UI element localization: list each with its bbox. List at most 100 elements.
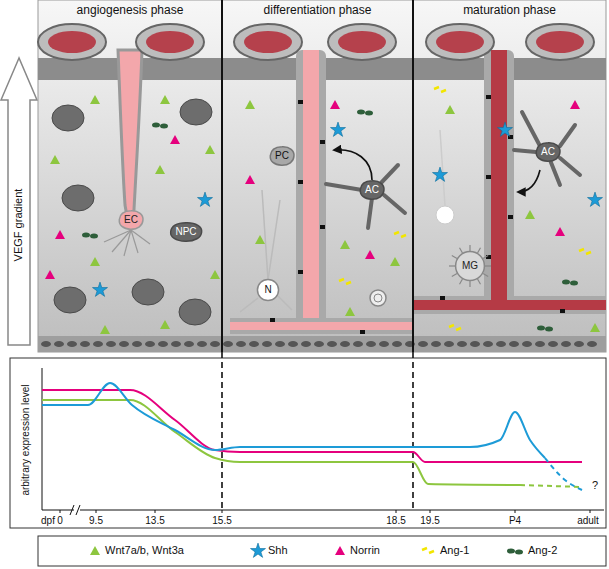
astrocyte-process [368, 198, 372, 228]
expression-curves [42, 383, 582, 490]
expression-curve [42, 383, 545, 458]
nucleus [223, 341, 233, 347]
dash-symbol [394, 232, 399, 234]
triangle-symbol [570, 100, 580, 109]
dash-symbol [422, 548, 427, 550]
progenitor-cell: NPC [169, 222, 203, 242]
molecules [45, 87, 603, 334]
oval-symbol [152, 123, 160, 128]
nucleus [288, 341, 298, 347]
phase-panel: differentiation phasePCACN [222, 0, 413, 352]
nucleus [301, 341, 311, 347]
spiral-cell [370, 290, 386, 306]
filopodium [131, 230, 150, 244]
tick [155, 510, 156, 513]
nucleus [262, 341, 272, 347]
oval-symbol [537, 326, 545, 331]
tick [430, 510, 431, 513]
nucleus [340, 341, 350, 347]
junction [320, 140, 325, 144]
nucleus [197, 341, 207, 347]
nucleus [93, 341, 103, 347]
astrocyte-process [326, 184, 362, 190]
phase-boundary-dashed [412, 352, 414, 509]
triangle-symbol [90, 95, 100, 104]
nucleus [210, 341, 220, 347]
triangle-symbol [160, 320, 170, 329]
astrocyte-process [550, 160, 560, 185]
dash-symbol [401, 235, 406, 237]
retina-background [38, 0, 606, 352]
legend-label: Ang-1 [440, 544, 469, 557]
astrocyte: AC [359, 180, 385, 200]
triangle-symbol [155, 165, 165, 174]
tick-label: adult [577, 515, 599, 527]
nucleus [496, 341, 506, 347]
unknown-mark: ? [592, 479, 598, 492]
dendrite [268, 200, 280, 280]
oval-symbol [562, 280, 570, 285]
triangle-symbol [55, 230, 65, 239]
triangle-symbol [555, 227, 565, 236]
tick [96, 510, 97, 513]
tick-label: 9.5 [89, 515, 103, 527]
tick [515, 510, 516, 513]
triangle-symbol [210, 270, 220, 279]
progenitor-cell [52, 105, 84, 131]
triangle-symbol [90, 546, 100, 555]
vessel-section [328, 24, 396, 60]
vessel-sprout [118, 50, 142, 228]
spike [469, 281, 470, 287]
vessel-lumen [48, 31, 96, 53]
dash-symbol [449, 325, 454, 327]
triangle-symbol [330, 100, 340, 109]
astrocyte-process [384, 195, 405, 213]
vessel-lumen [338, 31, 386, 53]
vessel-wall [484, 50, 514, 312]
junction [298, 180, 303, 184]
spike [478, 279, 481, 284]
spike [469, 245, 470, 251]
vessel-section [526, 24, 594, 60]
cell-label: AC [541, 146, 555, 158]
spike [460, 279, 463, 284]
dash-symbol [441, 90, 446, 92]
triangle-symbol [170, 135, 180, 144]
nucleus [184, 341, 194, 347]
dash-symbol [429, 551, 434, 553]
spike [460, 248, 463, 253]
axis-break [76, 505, 80, 515]
spike [452, 274, 457, 277]
phase-boundary-dashed [221, 352, 223, 509]
vessel-lumen [536, 31, 584, 53]
cell-label: EC [124, 214, 138, 226]
star-symbol [250, 543, 265, 557]
nucleus [106, 341, 116, 347]
triangle-symbol [590, 323, 600, 332]
nucleus [327, 341, 337, 347]
vessel-wall [413, 296, 606, 314]
astrocyte: AC [535, 142, 561, 162]
chart-frame [10, 358, 606, 528]
phase-title: angiogenesis phase [38, 0, 222, 17]
triangle-symbol [345, 307, 355, 316]
tick [222, 510, 223, 513]
nucleus [158, 341, 168, 347]
tip-cell: EC [118, 210, 144, 230]
vessel-lumen [146, 31, 194, 53]
oval-symbol [515, 550, 523, 555]
tick-label: 15.5 [212, 515, 231, 527]
triangle-symbol [340, 240, 350, 249]
tick-label: 13.5 [145, 515, 164, 527]
phase-title: maturation phase [413, 0, 606, 17]
pericyte: PC [269, 146, 295, 166]
triangle-symbol [445, 105, 455, 114]
star-symbol [92, 282, 107, 296]
nucleus [509, 341, 519, 347]
nucleus [392, 341, 402, 347]
astrocyte-processes [514, 112, 580, 185]
spike [483, 256, 488, 259]
junction [270, 318, 275, 322]
phase-title: differentiation phase [222, 0, 413, 17]
astrocyte-process [560, 158, 580, 175]
